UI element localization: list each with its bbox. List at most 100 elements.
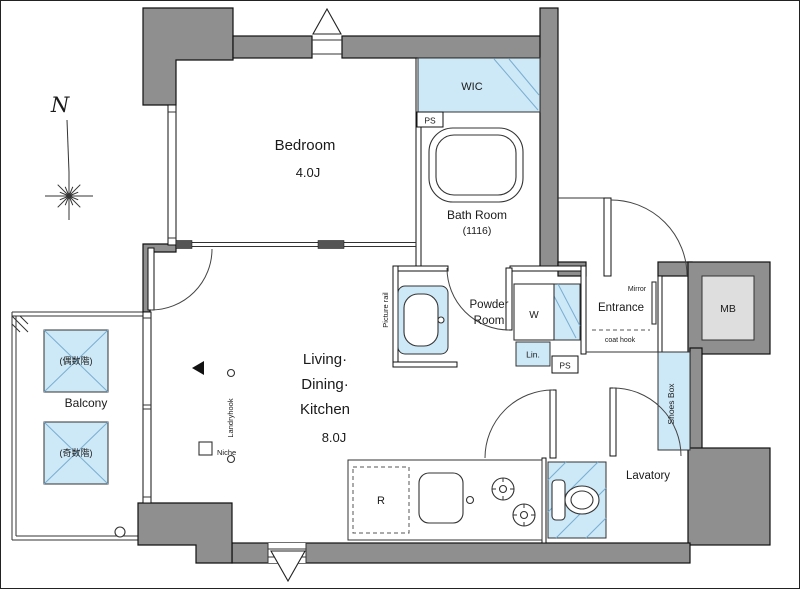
wall-bath-powder-b <box>509 265 584 272</box>
coat-hook-label: coat hook <box>605 337 636 344</box>
compass-center <box>67 194 71 198</box>
bath-size-label: (1116) <box>463 225 492 237</box>
partition-stub-left <box>175 240 193 249</box>
balcony-partition-hatch <box>11 315 29 333</box>
bedroom-size-label: 4.0J <box>296 165 321 180</box>
partition-stub-mid <box>317 240 345 249</box>
room-labels: Bedroom 4.0J WIC PS Bath Room (1116) Pow… <box>60 81 736 507</box>
wic-label: WIC <box>461 81 482 93</box>
mb-box <box>701 275 755 341</box>
wall-bath-powder-a <box>392 265 449 272</box>
washer-pan <box>553 283 581 341</box>
balcony-unit-hatch <box>43 329 109 485</box>
wall-bottom-left-block <box>137 502 233 564</box>
balcony-outline <box>11 311 143 541</box>
entrance-label: Entrance <box>598 302 644 314</box>
bedroom-door-arc <box>150 248 213 311</box>
ps-hall-label: PS <box>559 361 571 371</box>
powder-label-1: Powder <box>470 299 509 311</box>
toilet-seat <box>570 490 594 510</box>
kitchen-basin <box>418 472 464 524</box>
washer-pan-hatch <box>553 283 581 339</box>
toilet-tank <box>551 479 566 521</box>
wall-entrance-right <box>657 275 663 355</box>
stove-burners <box>491 477 536 527</box>
bathtub <box>428 127 524 203</box>
top-vent-icon <box>312 7 342 35</box>
bottom-vent-icon <box>270 550 306 583</box>
balcony-even-label: (偶数階) <box>60 355 93 366</box>
front-door-arc <box>610 199 688 277</box>
kitchen-counter <box>347 459 543 541</box>
balcony-drain-icon <box>114 526 126 538</box>
linen-shelf <box>515 341 551 367</box>
compass-star-icon <box>45 172 93 220</box>
bath-door-arc <box>446 267 510 331</box>
refrigerator-label: R <box>377 495 385 507</box>
wall-powder-bottom <box>392 361 458 368</box>
powder-label-2: Room <box>474 315 505 327</box>
wic-hatch <box>493 58 540 111</box>
partition-bedroom-ldk <box>176 242 416 247</box>
wall-kitchen-lavatory <box>541 457 547 544</box>
balcony-odd-label: (奇数階) <box>60 447 93 458</box>
refrigerator-space <box>352 466 410 534</box>
wic-floor <box>417 57 541 113</box>
shoes-box-label: Shoes Box <box>666 383 676 425</box>
wall-powder-left <box>392 265 399 367</box>
wall-bottom-right-block <box>687 447 771 546</box>
bedroom-window <box>167 104 177 246</box>
direction-marker-icon <box>192 361 204 375</box>
ldk-label-2: Dining· <box>301 376 349 393</box>
powder-basin <box>403 293 439 347</box>
ldk-size-label: 8.0J <box>322 430 347 445</box>
washer-label: W <box>529 310 539 321</box>
shoes-box <box>657 351 691 451</box>
bath-label: Bath Room <box>447 208 507 222</box>
picture-rail-label: Picture rail <box>381 292 390 328</box>
toilet <box>551 479 600 521</box>
toilet-hatch <box>547 461 607 539</box>
bathtub-inner <box>435 134 517 196</box>
kitchen-faucet-icon <box>465 495 475 505</box>
linen-label: Lin. <box>526 350 540 360</box>
lavatory-door-leaf <box>609 387 617 457</box>
balcony-area <box>11 311 143 541</box>
compass: N <box>45 93 93 220</box>
ldk-door-leaf <box>549 389 557 459</box>
wall-top-left <box>142 7 234 106</box>
ldk-label-1: Living· <box>303 351 347 368</box>
ldk-window <box>142 311 152 504</box>
ps-hall-box <box>551 355 579 374</box>
lavatory-label: Lavatory <box>626 470 670 482</box>
laundry-hook-icon <box>226 368 236 378</box>
niche-label: Niche <box>217 448 236 457</box>
wall-right-upper <box>539 7 559 271</box>
compass-north-label: N <box>50 93 70 117</box>
powder-fixtures <box>403 283 579 374</box>
mirror-icon <box>651 281 657 325</box>
bedroom-label: Bedroom <box>275 137 336 154</box>
wall-right-lower <box>689 347 703 453</box>
niche-box <box>198 441 213 456</box>
fixture-hatching <box>43 58 607 539</box>
ps-top-label: PS <box>424 116 436 126</box>
doors <box>147 197 688 459</box>
mirror-label: Mirror <box>628 286 647 293</box>
laundry-hook-icon-2 <box>226 454 236 464</box>
front-door-leaf <box>603 197 612 277</box>
wall-powder-entrance <box>580 265 587 355</box>
balcony-label: Balcony <box>65 396 108 410</box>
bedroom-door-leaf <box>147 247 155 311</box>
small-symbols <box>192 281 657 464</box>
wall-top-b <box>341 35 543 59</box>
compass-needle <box>66 119 70 173</box>
mb-label: MB <box>720 303 736 315</box>
laundry-hook-label: Landryhook <box>226 398 235 437</box>
windows <box>142 104 177 504</box>
top-vent-window <box>312 39 342 55</box>
powder-faucet-icon <box>437 316 445 324</box>
ldk-label-3: Kitchen <box>300 401 350 418</box>
